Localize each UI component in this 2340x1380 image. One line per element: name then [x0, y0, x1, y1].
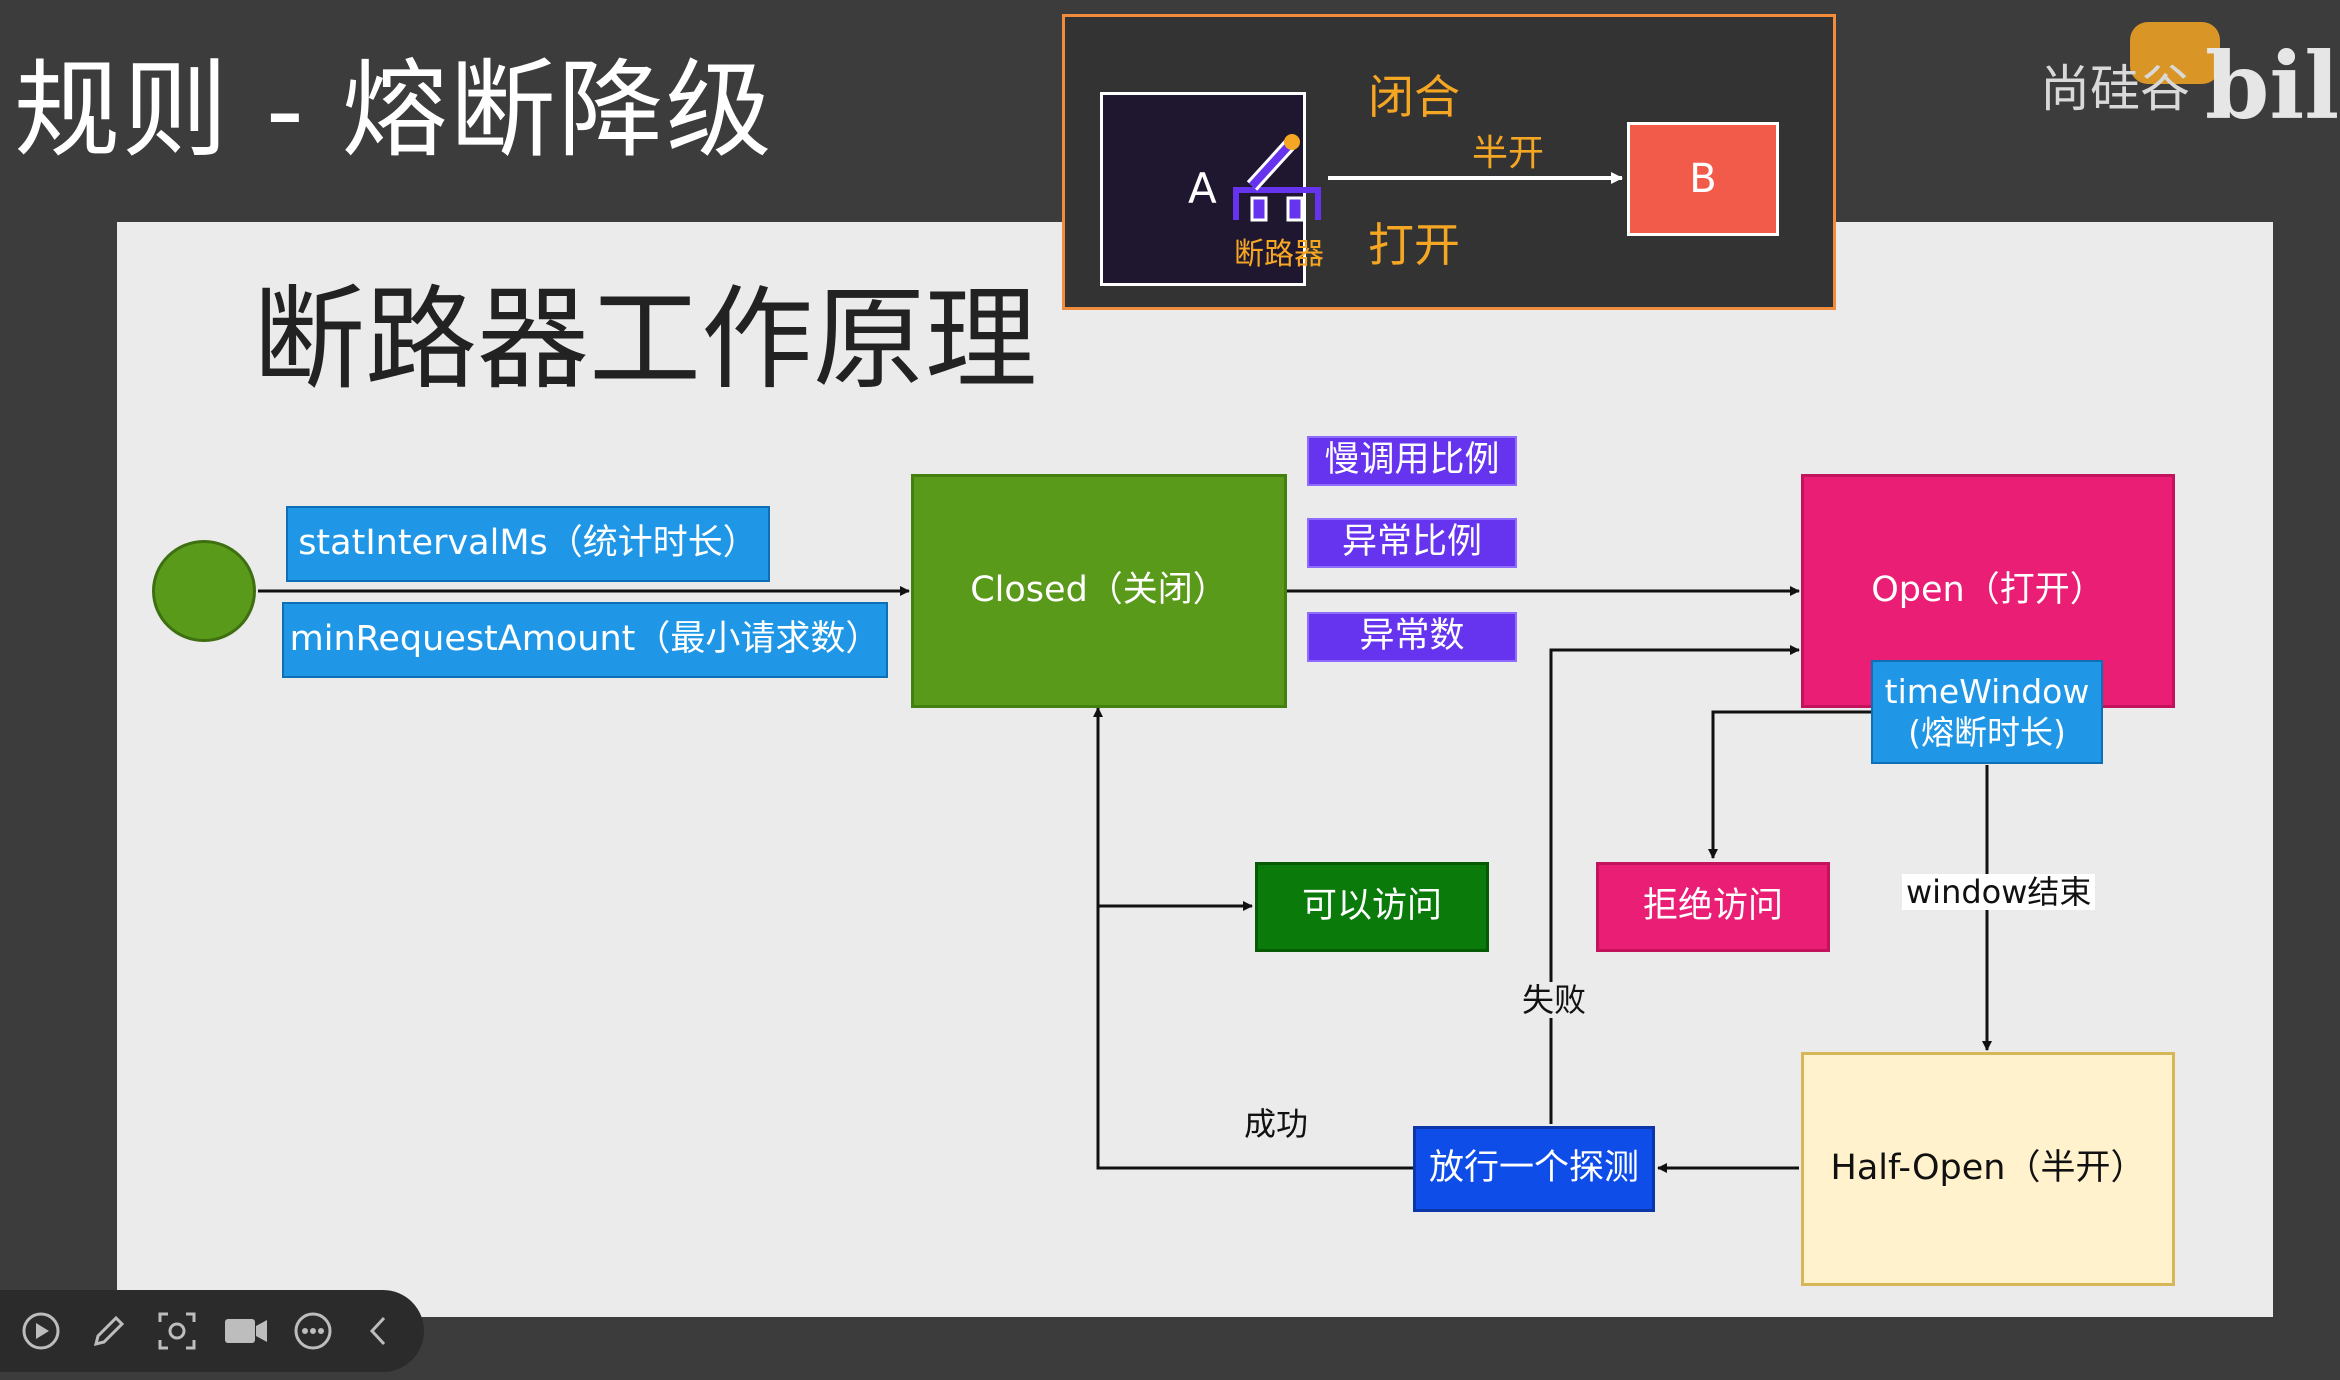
- time-window-box: timeWindow (熔断时长): [1871, 660, 2103, 764]
- diagram-title: 断路器工作原理: [253, 275, 1037, 405]
- camera-icon[interactable]: [222, 1310, 270, 1352]
- state-open: Open（打开）: [1801, 474, 2175, 708]
- inset-closed-label: 闭合: [1368, 70, 1460, 124]
- edge-success-closed: [1093, 707, 1413, 1170]
- param-min-request: minRequestAmount（最小请求数）: [282, 602, 888, 678]
- inset-node-b: B: [1627, 122, 1779, 236]
- screenshot-icon[interactable]: [156, 1310, 198, 1352]
- more-icon[interactable]: [292, 1310, 334, 1352]
- time-window-desc: (熔断时长): [1908, 713, 2066, 752]
- inset-breaker-label: 断路器: [1234, 237, 1324, 272]
- outcome-reject: 拒绝访问: [1596, 862, 1830, 952]
- condition-error-count: 异常数: [1307, 612, 1517, 662]
- edge-fail-open: [1549, 645, 1800, 1124]
- edge-label-window-end: window结束: [1902, 874, 2096, 910]
- condition-error-ratio: 异常比例: [1307, 518, 1517, 568]
- outcome-allow: 可以访问: [1255, 862, 1489, 952]
- collapse-icon[interactable]: [362, 1310, 392, 1352]
- outcome-probe: 放行一个探测: [1413, 1126, 1655, 1212]
- play-icon[interactable]: [20, 1310, 62, 1352]
- bilibili-logo-icon: bili: [2205, 32, 2340, 140]
- time-window-label: timeWindow: [1884, 671, 2090, 711]
- pen-icon[interactable]: [88, 1310, 130, 1352]
- edge-label-fail: 失败: [1518, 982, 1591, 1018]
- condition-slow-call-ratio: 慢调用比例: [1307, 436, 1517, 486]
- state-closed: Closed（关闭）: [911, 474, 1287, 708]
- inset-open-label: 打开: [1368, 218, 1460, 272]
- player-toolbar: [0, 1290, 424, 1372]
- logo-icon: [2130, 22, 2220, 84]
- inset-half-label: 半开: [1472, 133, 1545, 174]
- state-half-open: Half-Open（半开）: [1801, 1052, 2175, 1286]
- edge-open-reject: [1708, 710, 1871, 859]
- inset-arrow: [1328, 172, 1623, 184]
- slide-title: 规则 - 熔断降级: [14, 49, 774, 172]
- param-stat-interval: statIntervalMs（统计时长）: [286, 506, 770, 582]
- inset-node-a-label: A: [1188, 164, 1217, 213]
- brand-name: 尚硅谷: [2040, 60, 2190, 118]
- start-node: [152, 540, 256, 642]
- breaker-icon: [1233, 134, 1321, 222]
- edge-label-success: 成功: [1244, 1105, 1309, 1143]
